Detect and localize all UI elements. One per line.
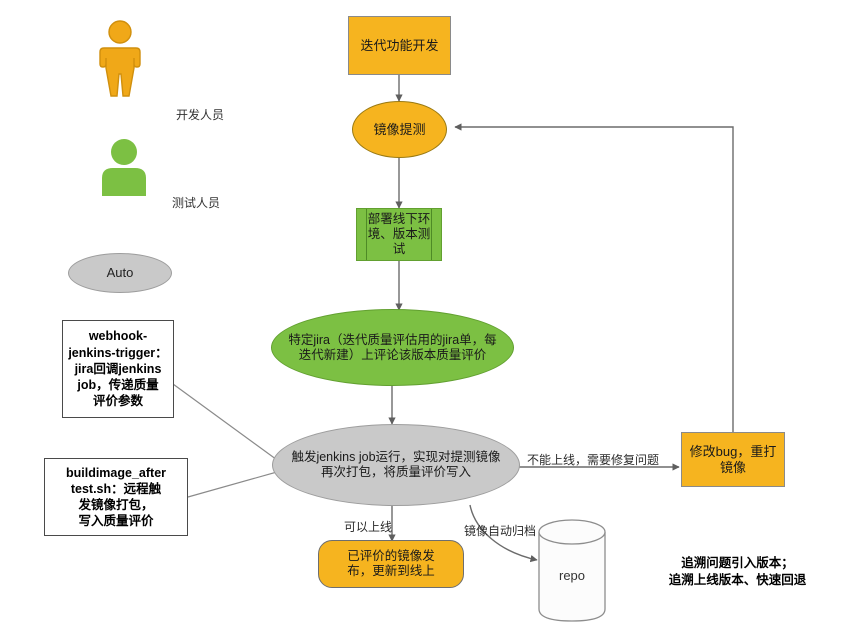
- note-buildimage-after-test: buildimage_after test.sh：远程触 发镜像打包， 写入质量…: [44, 458, 188, 536]
- process-left-bar: [366, 209, 367, 260]
- node-jenkins-job-label: 触发jenkins job运行，实现对提测镜像 再次打包，将质量评价写入: [291, 450, 501, 479]
- node-feature-dev[interactable]: 迭代功能开发: [348, 16, 451, 75]
- node-repo-label: repo: [558, 568, 586, 583]
- edge-label-archive-text: 镜像自动归档: [464, 524, 537, 538]
- node-fix-bug[interactable]: 修改bug，重打 镜像: [681, 432, 785, 487]
- actor-developer: 开发人员: [80, 18, 224, 122]
- edge-note-buildimage-to-jenkins: [187, 469, 285, 498]
- node-jira-comment-label: 特定jira（迭代质量评估用的jira单，每 迭代新建）上评论该版本质量评价: [288, 332, 497, 362]
- edge-label-can-release-text: 可以上线: [344, 520, 393, 534]
- note-buildimage-text: buildimage_after test.sh：远程触 发镜像打包， 写入质量…: [65, 465, 167, 529]
- edge-jenkins-to-repo: [469, 504, 538, 563]
- process-right-bar: [431, 209, 432, 260]
- node-repo[interactable]: repo: [537, 518, 607, 623]
- node-feature-dev-label: 迭代功能开发: [360, 37, 439, 53]
- edge-note-webhook-to-jenkins: [172, 383, 285, 466]
- node-jenkins-job[interactable]: 触发jenkins job运行，实现对提测镜像 再次打包，将质量评价写入: [272, 424, 520, 506]
- actor-developer-label: 开发人员: [175, 108, 224, 122]
- legend-auto-label: Auto: [106, 265, 134, 281]
- actor-tester: 测试人员: [88, 138, 220, 210]
- note-traceability-text: 追溯问题引入版本； 追溯上线版本、快速回退: [668, 555, 807, 588]
- edge-fixbug-to-imagesubmit-loop: [454, 123, 734, 432]
- legend-auto: Auto: [68, 253, 172, 293]
- edge-label-cannot-release: 不能上线，需要修复问题: [527, 451, 659, 468]
- edge-label-can-release: 可以上线: [344, 518, 392, 535]
- person-standing-icon: [99, 20, 141, 97]
- node-image-submit-label: 镜像提测: [373, 121, 426, 137]
- person-bust-icon: [102, 139, 146, 196]
- node-release[interactable]: 已评价的镜像发 布，更新到线上: [318, 540, 464, 588]
- note-webhook-jenkins-trigger: webhook- jenkins-trigger： jira回调jenkins …: [62, 320, 174, 418]
- edge-label-cannot-release-text: 不能上线，需要修复问题: [527, 453, 660, 467]
- node-deploy-offline-label: 部署线下环 境、版本测 试: [367, 212, 431, 256]
- note-traceability: 追溯问题引入版本； 追溯上线版本、快速回退: [630, 537, 845, 590]
- node-fix-bug-label: 修改bug，重打 镜像: [689, 444, 777, 475]
- node-release-label: 已评价的镜像发 布，更新到线上: [347, 549, 435, 578]
- actor-tester-label: 测试人员: [171, 196, 220, 210]
- node-jira-comment[interactable]: 特定jira（迭代质量评估用的jira单，每 迭代新建）上评论该版本质量评价: [271, 309, 514, 386]
- node-image-submit[interactable]: 镜像提测: [352, 101, 447, 158]
- edge-label-archive: 镜像自动归档: [464, 522, 536, 539]
- cylinder-icon: [538, 519, 606, 622]
- node-deploy-offline[interactable]: 部署线下环 境、版本测 试: [356, 208, 442, 261]
- note-webhook-text: webhook- jenkins-trigger： jira回调jenkins …: [68, 329, 168, 409]
